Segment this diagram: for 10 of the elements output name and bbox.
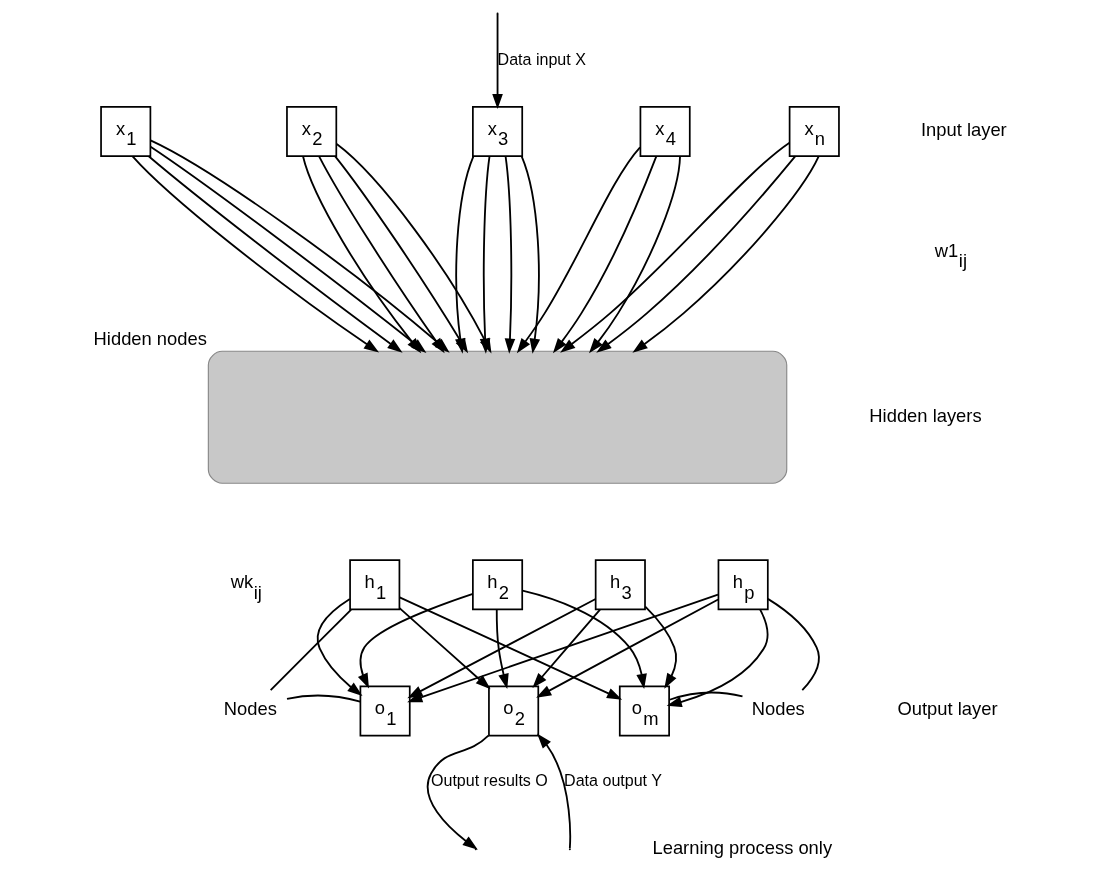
label: Output layer [896,698,997,720]
edge-label: Data output Y [563,771,662,790]
edge-label: Output results O [430,771,548,790]
edge-label: Data input X [497,49,586,68]
node-text: Nodes [751,698,805,720]
node-label: Hidden nodes [93,328,207,350]
label: Learning process only [651,836,832,858]
node-text: Nodes [223,698,277,720]
label: Hidden layers [868,404,982,426]
label: Input layer [920,118,1007,140]
